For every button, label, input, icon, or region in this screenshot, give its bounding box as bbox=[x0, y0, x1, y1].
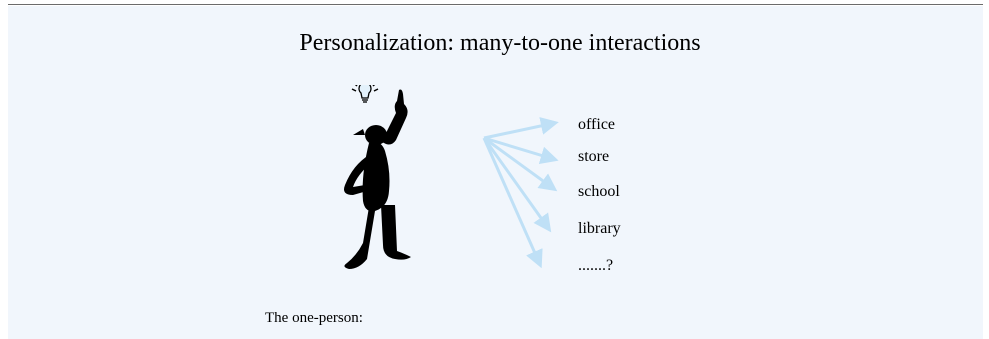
thinking-person-icon bbox=[344, 85, 411, 269]
destination-office: office bbox=[578, 116, 616, 133]
arrow-to-office bbox=[483, 117, 559, 140]
destination-unknown: .......? bbox=[578, 257, 614, 274]
arrow-to-unknown bbox=[482, 137, 543, 269]
arrow-fan bbox=[482, 117, 559, 269]
destination-store: store bbox=[578, 148, 610, 165]
arrow-to-school bbox=[483, 136, 558, 192]
destination-school: school bbox=[578, 183, 620, 200]
caption: The one-person: bbox=[265, 310, 363, 326]
destination-library: library bbox=[578, 220, 621, 237]
top-divider bbox=[8, 4, 983, 5]
slide-title: Personalization: many-to-one interaction… bbox=[299, 30, 701, 56]
slide-panel bbox=[8, 6, 983, 339]
arrow-to-library bbox=[482, 137, 552, 233]
arrow-to-store bbox=[483, 136, 559, 165]
lightbulb-icon bbox=[351, 85, 379, 103]
